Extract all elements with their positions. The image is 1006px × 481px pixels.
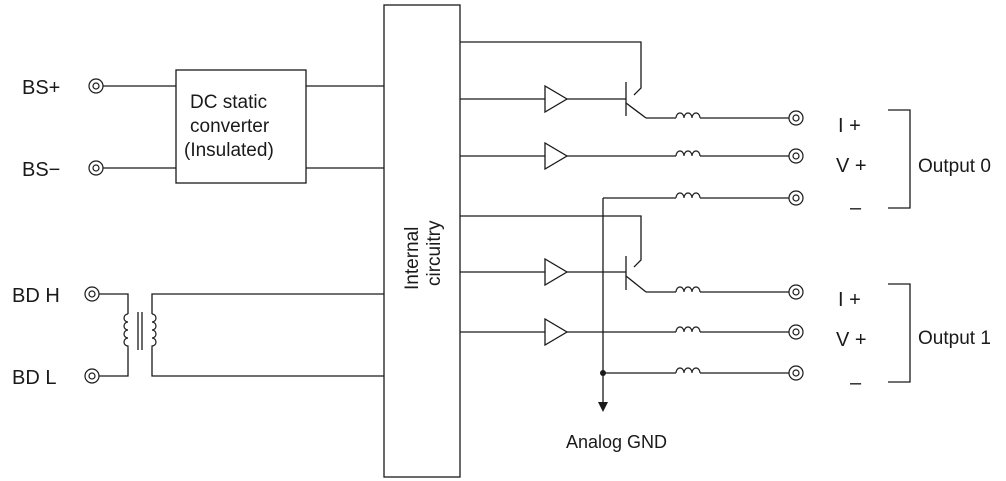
transistor-icon: [625, 82, 647, 119]
transformer-icon: [123, 312, 157, 350]
inductor-icon: [675, 192, 701, 199]
wire-bd-l: [99, 348, 129, 377]
inductor-icon: [675, 286, 701, 293]
label-bd-l: BD L: [12, 367, 56, 389]
terminal-icon: [788, 148, 804, 164]
inductor-icon: [675, 150, 701, 157]
out0-i-label: I +: [838, 115, 861, 137]
inductor-icon: [675, 367, 701, 374]
buffer-amplifier-icon: [544, 257, 569, 287]
inductor-icon: [675, 326, 701, 333]
converter-label-2: converter: [190, 116, 270, 137]
converter-label-1: DC static: [190, 92, 267, 113]
buffer-amplifier-icon: [544, 84, 569, 114]
internal-circuitry-box: [383, 4, 461, 478]
out1-bracket: [888, 283, 911, 383]
label-bd-h: BD H: [12, 285, 60, 307]
out1-v-label: V +: [836, 329, 867, 351]
label-bs-minus: BS−: [22, 159, 60, 181]
wire-out1-collector: [460, 215, 642, 268]
wire-transformer-bottom: [151, 348, 384, 377]
terminal-icon: [88, 160, 104, 176]
wire-bd-h: [99, 293, 129, 314]
wire-transformer-top: [151, 293, 384, 314]
out1-minus-label: –: [850, 372, 862, 394]
terminal-icon: [788, 110, 804, 126]
out0-minus-label: –: [850, 197, 862, 219]
terminal-icon: [84, 368, 100, 384]
terminal-icon: [788, 284, 804, 300]
terminal-icon: [88, 78, 104, 94]
ground-arrow-icon: [598, 402, 608, 412]
internal-circuitry-label-1: Internal: [402, 227, 423, 290]
dc-converter-box: [175, 69, 307, 184]
out0-bracket: [888, 109, 911, 209]
inductor-icon: [675, 112, 701, 119]
converter-label-3: (Insulated): [184, 140, 274, 161]
junction-dot: [600, 370, 606, 376]
out0-group-label: Output 0: [918, 156, 991, 177]
out0-v-label: V +: [836, 155, 867, 177]
terminal-icon: [788, 324, 804, 340]
out1-group-label: Output 1: [918, 328, 991, 349]
wire-out0-collector: [460, 41, 642, 96]
buffer-amplifier-icon: [544, 141, 569, 171]
out1-i-label: I +: [838, 289, 861, 311]
terminal-icon: [788, 365, 804, 381]
buffer-amplifier-icon: [544, 317, 569, 347]
internal-circuitry-label-2: circuitry: [424, 220, 445, 286]
label-bs-plus: BS+: [22, 77, 60, 99]
terminal-icon: [84, 286, 100, 302]
terminal-icon: [788, 190, 804, 206]
analog-gnd-label: Analog GND: [566, 432, 667, 452]
transistor-icon: [625, 256, 647, 293]
